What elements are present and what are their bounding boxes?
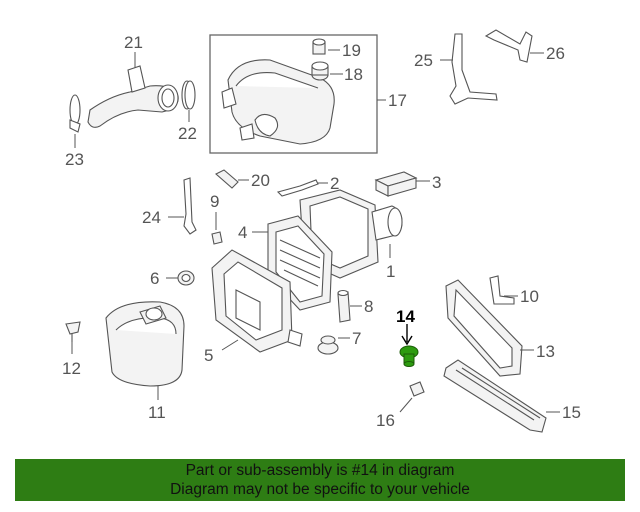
part-20-clip[interactable]: [215, 169, 239, 189]
callout-2: 2: [330, 174, 339, 193]
part-26-bracket[interactable]: [484, 29, 533, 63]
part-22-clamp[interactable]: [181, 80, 196, 110]
callout-7: 7: [352, 329, 361, 348]
callout-20: 20: [251, 171, 270, 190]
part-13-duct[interactable]: [445, 279, 523, 377]
banner-line-1: Part or sub-assembly is #14 in diagram: [185, 462, 455, 479]
callout-11: 11: [148, 403, 166, 422]
part-9-clip[interactable]: [211, 231, 223, 245]
callout-8: 8: [364, 297, 373, 316]
callout-10: 10: [520, 287, 539, 306]
callout-12: 12: [62, 359, 81, 378]
part-11-resonator[interactable]: [105, 301, 185, 387]
callout-22: 22: [178, 124, 197, 143]
callout-9: 9: [210, 192, 219, 211]
part-3-module[interactable]: [374, 171, 418, 197]
part-14-highlighted-clip[interactable]: [399, 324, 419, 367]
part-17-air-cleaner-cover[interactable]: [221, 59, 335, 145]
part-16-clip[interactable]: [409, 381, 425, 397]
part-8-hose[interactable]: [337, 289, 351, 323]
callout-4: 4: [238, 223, 247, 242]
part-10-bracket[interactable]: [489, 275, 515, 305]
part-23-clamp[interactable]: [69, 94, 81, 133]
part-2-bracket[interactable]: [276, 179, 319, 197]
part-18-grommet[interactable]: [311, 61, 329, 81]
callout-3: 3: [432, 173, 441, 192]
callout-23: 23: [65, 150, 84, 169]
callout-13: 13: [536, 342, 555, 361]
callout-21: 21: [124, 33, 143, 52]
part-15-rail[interactable]: [443, 359, 547, 433]
part-21-intake-duct[interactable]: [87, 65, 179, 128]
part-12-clip[interactable]: [65, 321, 81, 342]
banner-line-2: Diagram may not be specific to your vehi…: [170, 481, 470, 498]
part-6-grommet[interactable]: [177, 270, 195, 286]
part-17-group-box: [209, 34, 378, 154]
callout-19: 19: [342, 41, 361, 60]
notice-banner: Part or sub-assembly is #14 in diagram D…: [15, 459, 625, 501]
exploded-parts-diagram: 21 19 18 17 25 26 22 23 20 2 3 9 24 4 1 …: [62, 29, 581, 433]
callout-25: 25: [414, 51, 433, 70]
callout-18: 18: [344, 65, 363, 84]
callout-24: 24: [142, 208, 161, 227]
part-24-rod[interactable]: [183, 177, 197, 235]
callout-17: 17: [388, 91, 407, 110]
part-25-bracket[interactable]: [449, 33, 498, 105]
part-5-lower-case[interactable]: [211, 249, 303, 353]
callout-15: 15: [562, 403, 581, 422]
part-7-grommet[interactable]: [317, 335, 339, 355]
callout-26: 26: [546, 44, 565, 63]
part-19-cap[interactable]: [312, 38, 326, 55]
callout-5: 5: [204, 346, 213, 365]
callout-6: 6: [150, 269, 159, 288]
callout-14-highlighted: 14: [396, 307, 415, 326]
callout-16: 16: [376, 411, 395, 430]
callout-1: 1: [386, 262, 395, 281]
